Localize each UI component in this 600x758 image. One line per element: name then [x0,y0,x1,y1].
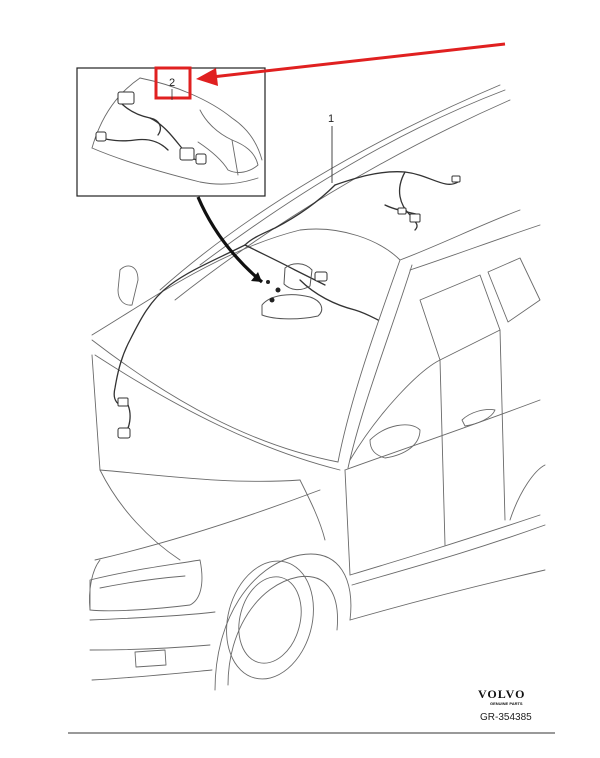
svg-text:GENUINE PARTS: GENUINE PARTS [490,701,523,706]
red-arrow [196,42,506,86]
detail-leader-arrow [196,196,264,284]
callout-1-label: 1 [328,113,334,125]
volvo-logo: VOLVO GENUINE PARTS [478,687,525,706]
callout-2-label: 2 [169,77,175,89]
reference-code: GR-354385 [480,712,532,723]
callout-2-highlight [154,66,192,100]
car-illustration [89,84,546,691]
harness-connectors [117,175,461,439]
mirror-connector-cluster [266,280,281,303]
detail-inset [76,67,266,197]
svg-text:VOLVO: VOLVO [478,687,525,701]
mirror-module [261,263,323,320]
